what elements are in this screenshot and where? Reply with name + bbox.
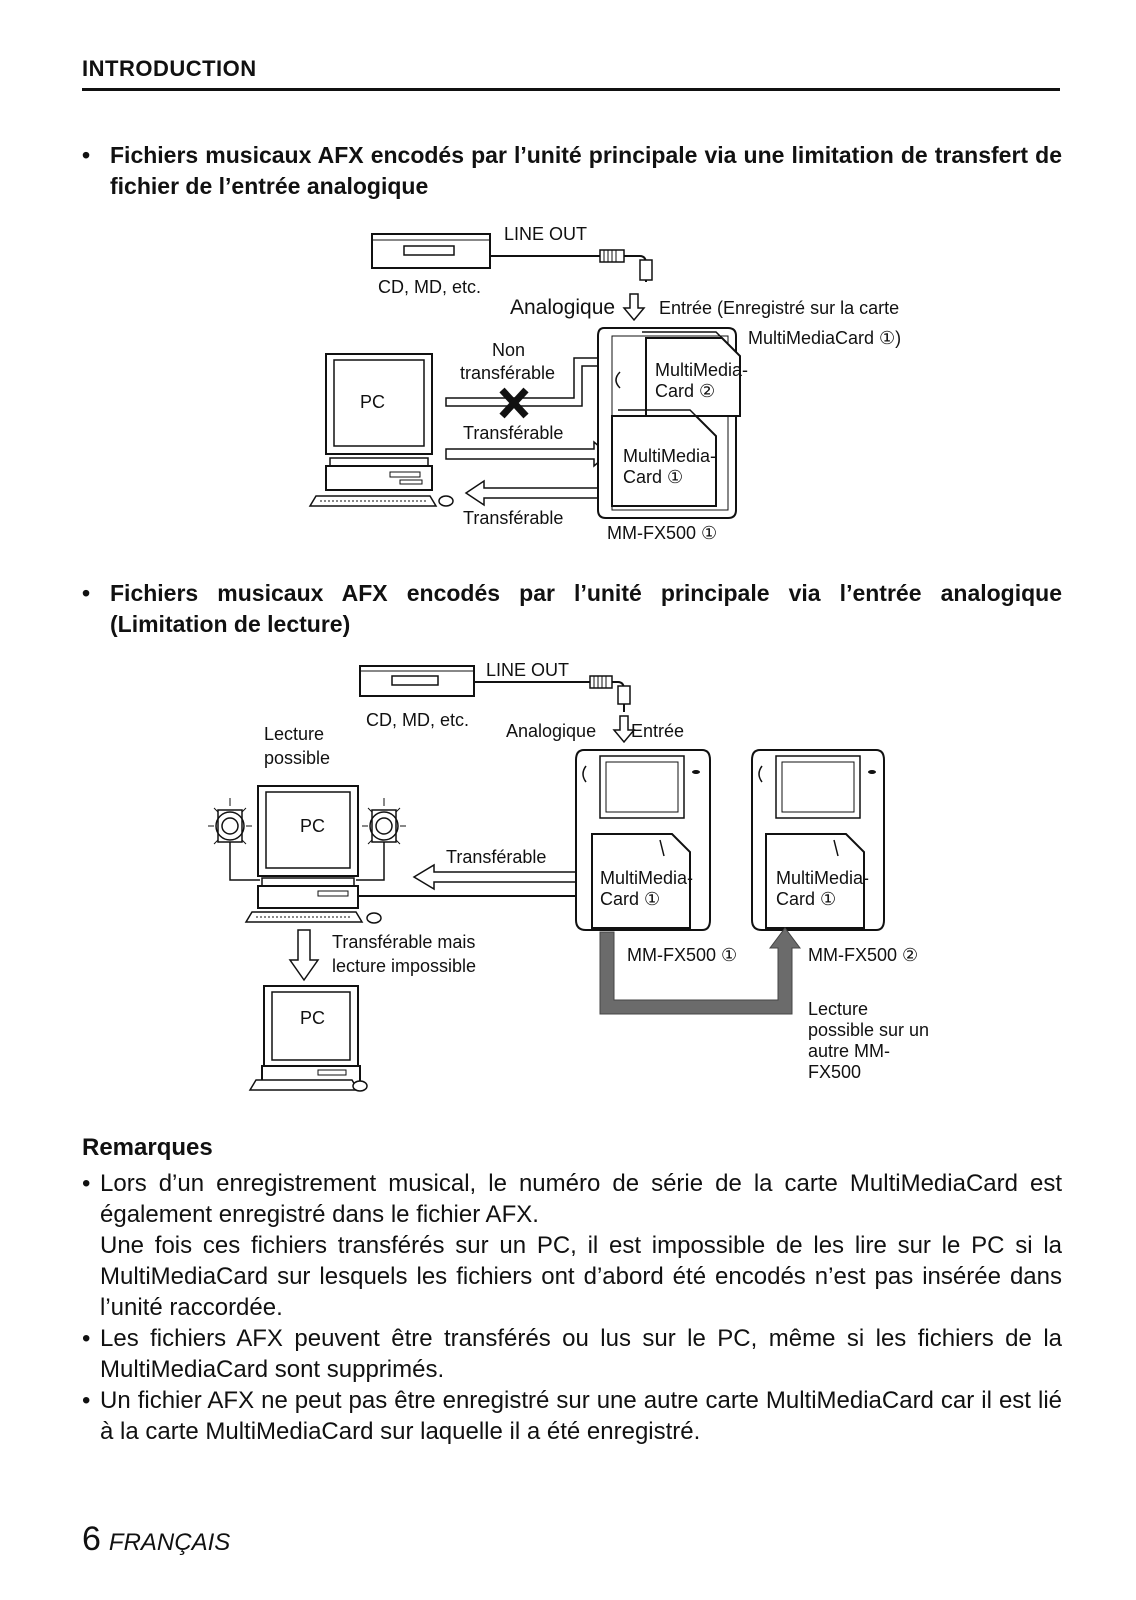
- language-label: FRANÇAIS: [108, 1529, 231, 1556]
- remark-item: • Les fichiers AFX peuvent être transfér…: [82, 1323, 1062, 1385]
- line-out-label: LINE OUT: [486, 660, 569, 680]
- cd-player-icon: [371, 233, 491, 269]
- other-label-line4: FX500: [808, 1062, 861, 1082]
- pc-label: PC: [360, 392, 385, 412]
- remark-continuation: Une fois ces fichiers transférés sur un …: [100, 1232, 1062, 1321]
- section2-title: Fichiers musicaux AFX encodés par l’unit…: [110, 580, 1062, 637]
- other-label-line3: autre MM-: [808, 1041, 890, 1061]
- remark-text: Les fichiers AFX peuvent être transférés…: [100, 1325, 1062, 1383]
- input-arrow-icon: [612, 715, 636, 744]
- diagram-playback-limitation: LINE OUT CD, MD, etc. Lecture possible A…: [208, 660, 929, 1092]
- mmfx500-unit-icon: [597, 327, 741, 519]
- unit2-card-line2: Card ①: [776, 889, 836, 909]
- page-footer: 6 FRANÇAIS: [82, 1520, 230, 1559]
- line-out-label: LINE OUT: [504, 224, 587, 244]
- remark-text: Un fichier AFX ne peut pas être enregist…: [100, 1387, 1062, 1445]
- cd-player-icon: [359, 665, 475, 697]
- speaker-right-icon: [362, 798, 406, 854]
- jack-plug-icon: [599, 249, 653, 282]
- card2-label-line2: Card ②: [655, 381, 715, 401]
- input-arrow-icon: [622, 293, 646, 322]
- section-header: INTRODUCTION: [82, 56, 257, 81]
- blocked-x-icon: [499, 387, 529, 419]
- input-label-line2: MultiMediaCard ①): [748, 328, 901, 348]
- remark-item: • Lors d’un enregistrement musical, le n…: [82, 1168, 1062, 1230]
- analog-label: Analogique: [506, 721, 596, 741]
- card2-label-line1: MultiMedia-: [655, 360, 748, 380]
- transferable-label: Transférable: [446, 847, 546, 867]
- transferable-label-2: Transférable: [463, 508, 563, 528]
- unit1-card-line2: Card ①: [600, 889, 660, 909]
- non-label-line1: Non: [492, 340, 525, 360]
- trans-mais-line2: lecture impossible: [332, 956, 476, 976]
- bullet: •: [82, 580, 91, 606]
- pc-top-label: PC: [300, 816, 325, 836]
- trans-mais-line1: Transférable mais: [332, 932, 475, 952]
- source-label: CD, MD, etc.: [378, 277, 481, 297]
- pc-icon: [248, 985, 368, 1092]
- remark-text: Lors d’un enregistrement musical, le num…: [100, 1170, 1062, 1228]
- unit1-label: MM-FX500 ①: [627, 945, 737, 965]
- input-label: Entrée: [631, 721, 684, 741]
- header-rule: [82, 88, 1060, 91]
- pc-bottom-label: PC: [300, 1008, 325, 1028]
- card1-label-line2: Card ①: [623, 467, 683, 487]
- unit1-card-line1: MultiMedia-: [600, 868, 693, 888]
- mmfx500-unit2-icon: [751, 749, 885, 931]
- unit-label: MM-FX500 ①: [607, 523, 717, 543]
- page-number: 6: [82, 1520, 101, 1558]
- speaker-left-icon: [208, 798, 252, 854]
- remarks-title: Remarques: [82, 1134, 213, 1161]
- transferable-arrow-left: [412, 863, 585, 891]
- unit2-card-line1: MultiMedia-: [776, 868, 869, 888]
- bullet: •: [82, 1170, 91, 1197]
- transferable-arrow-right: [445, 440, 610, 468]
- bullet: •: [82, 142, 91, 168]
- diagram-transfer-limitation: LINE OUT CD, MD, etc. Analogique Entrée …: [308, 224, 901, 543]
- other-label-line2: possible sur un: [808, 1020, 929, 1040]
- down-arrow-icon: [288, 929, 320, 982]
- lecture-label-line1: Lecture: [264, 724, 324, 744]
- transferable-label-1: Transférable: [463, 423, 563, 443]
- pc-icon: [244, 785, 382, 924]
- source-label: CD, MD, etc.: [366, 710, 469, 730]
- remarks-list: • Lors d’un enregistrement musical, le n…: [82, 1168, 1062, 1447]
- mmfx500-unit1-icon: [575, 749, 711, 931]
- other-label-line1: Lecture: [808, 999, 868, 1019]
- lecture-label-line2: possible: [264, 748, 330, 768]
- analog-label: Analogique: [510, 296, 615, 319]
- card-move-arrow: [599, 927, 801, 1015]
- jack-plug-icon: [589, 675, 631, 712]
- section1-heading: • Fichiers musicaux AFX encodés par l’un…: [82, 140, 1062, 202]
- non-label-line2: transférable: [460, 363, 555, 383]
- card1-label-line1: MultiMedia-: [623, 446, 716, 466]
- input-label-line1: Entrée (Enregistré sur la carte: [659, 298, 899, 318]
- bullet: •: [82, 1325, 91, 1352]
- section1-title: Fichiers musicaux AFX encodés par l’unit…: [110, 142, 1062, 199]
- bullet: •: [82, 1387, 91, 1414]
- pc-icon: [308, 353, 454, 507]
- section2-heading: • Fichiers musicaux AFX encodés par l’un…: [82, 578, 1062, 640]
- unit2-label: MM-FX500 ②: [808, 945, 918, 965]
- transferable-arrow-left: [464, 479, 609, 507]
- remark-item: • Un fichier AFX ne peut pas être enregi…: [82, 1385, 1062, 1447]
